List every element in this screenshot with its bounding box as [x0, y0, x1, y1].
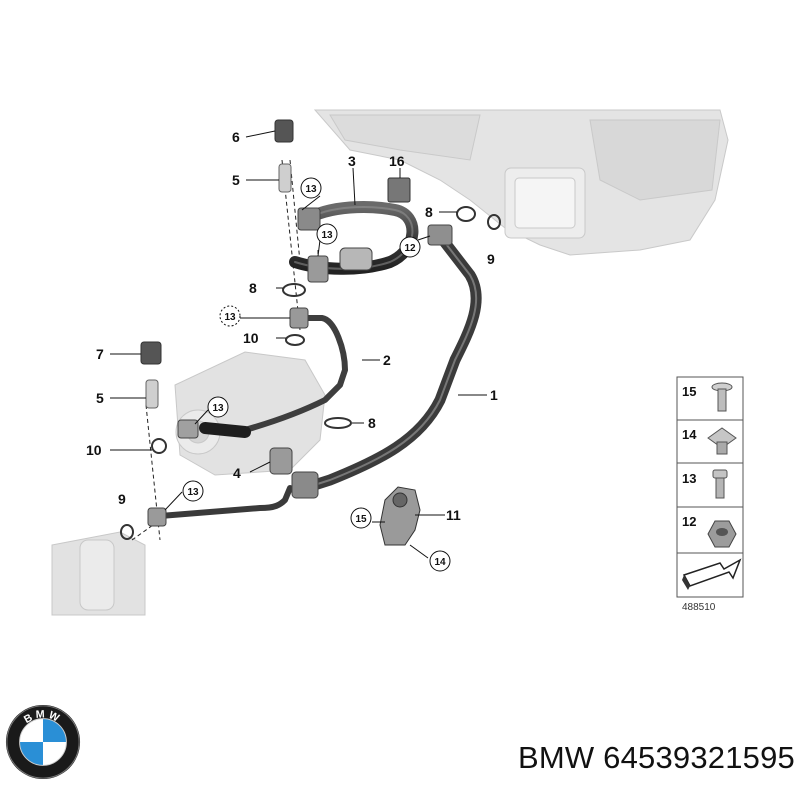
hex-nut-icon — [707, 520, 737, 548]
legend-row-13: 13 — [682, 469, 728, 499]
callout-10-left: 10 — [86, 442, 102, 458]
circled-callout-13-d: 13 — [207, 396, 229, 418]
svg-text:13: 13 — [305, 184, 317, 195]
callout-11: 11 — [446, 507, 461, 523]
core-part-5-left — [145, 379, 159, 409]
holder-part-11 — [379, 486, 421, 546]
callout-1: 1 — [490, 387, 498, 403]
diagram-reference-number: 488510 — [682, 602, 716, 613]
dryer-receiver — [51, 531, 146, 616]
circled-callouts: 12 13 13 13 13 13 14 15 — [182, 177, 451, 572]
callout-6: 6 — [232, 129, 240, 145]
circled-callout-13-e: 13 — [182, 480, 204, 502]
circled-callout-15: 15 — [350, 507, 372, 529]
svg-text:12: 12 — [682, 514, 696, 529]
cap-part-6 — [274, 119, 294, 143]
circled-callout-13-b: 13 — [316, 223, 338, 245]
circled-callout-12: 12 — [399, 236, 421, 258]
circled-callout-14: 14 — [429, 550, 451, 572]
svg-text:13: 13 — [682, 471, 696, 486]
torx-bolt-icon — [711, 382, 733, 412]
svg-text:13: 13 — [212, 403, 224, 414]
svg-text:14: 14 — [682, 427, 697, 442]
callout-2: 2 — [383, 352, 391, 368]
legend-table: 15 14 13 12 — [676, 376, 744, 598]
callout-8-mid: 8 — [249, 280, 257, 296]
screw-icon — [712, 469, 728, 499]
fittings — [147, 207, 453, 527]
clip-nut-icon — [707, 427, 737, 455]
cap-part-7 — [140, 341, 162, 365]
refrigerant-hoses — [157, 201, 482, 519]
callout-labels: 1 2 3 4 5 5 6 7 8 8 8 9 9 10 10 11 16 — [86, 129, 498, 523]
callout-9-low: 9 — [118, 491, 126, 507]
direction-arrow-icon — [682, 558, 742, 590]
svg-text:13: 13 — [321, 230, 333, 241]
leader-lines — [110, 130, 487, 559]
hvac-housing — [313, 109, 729, 256]
callout-8-top: 8 — [425, 204, 433, 220]
svg-text:15: 15 — [682, 384, 696, 399]
callout-5-left: 5 — [96, 390, 104, 406]
legend-row-15: 15 — [682, 382, 733, 412]
callout-8-low: 8 — [368, 415, 376, 431]
callout-3: 3 — [348, 153, 356, 169]
part-number-title: BMW 64539321595 — [517, 740, 795, 775]
core-part-5-top — [278, 163, 292, 193]
ac-compressor — [174, 351, 326, 476]
circled-callout-13-c: 13 — [219, 305, 241, 327]
bmw-roundel-icon: BMW — [5, 704, 81, 780]
callout-7: 7 — [96, 346, 104, 362]
legend-row-12: 12 — [682, 514, 737, 548]
service-valve-caps — [140, 119, 294, 409]
svg-text:13: 13 — [187, 487, 199, 498]
callout-5-top: 5 — [232, 172, 240, 188]
callout-16: 16 — [389, 153, 405, 169]
svg-text:14: 14 — [434, 557, 446, 568]
sealing-rings — [120, 206, 501, 540]
callout-4: 4 — [233, 465, 241, 481]
svg-text:12: 12 — [404, 243, 416, 254]
legend-row-14: 14 — [682, 427, 737, 455]
circled-callout-13-a: 13 — [300, 177, 322, 199]
bmw-logo-text: BMW — [22, 708, 64, 726]
label-pad-part-16 — [387, 177, 411, 203]
svg-text:13: 13 — [224, 312, 236, 323]
callout-10-mid: 10 — [243, 330, 259, 346]
callout-9-top: 9 — [487, 251, 495, 267]
svg-text:15: 15 — [355, 514, 367, 525]
